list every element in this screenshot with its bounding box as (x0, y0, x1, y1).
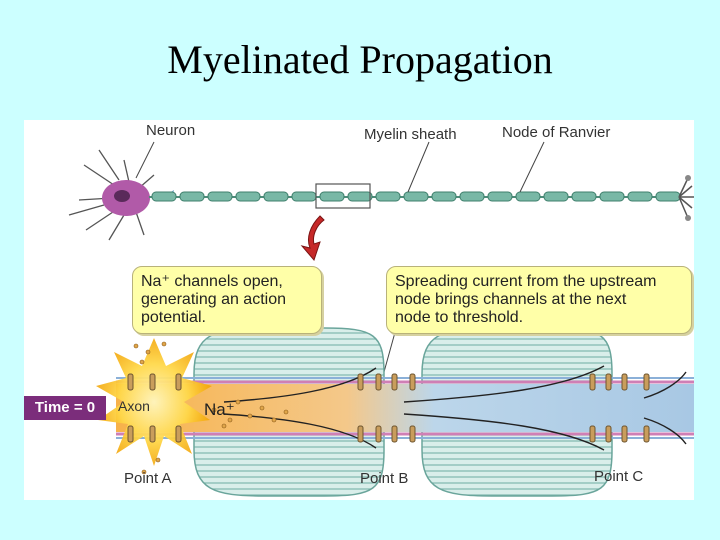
label-axon: Axon (118, 398, 150, 414)
label-neuron: Neuron (146, 122, 196, 139)
na-ions (133, 341, 289, 475)
current-flow-arrows (223, 365, 687, 451)
na-channels (127, 373, 650, 443)
slide-title: Myelinated Propagation (167, 37, 553, 82)
label-point-b: Point B (360, 470, 409, 487)
callout-left-line-3: potential. (141, 309, 206, 326)
diagram-drawing (68, 141, 694, 497)
zoom-arrow (300, 215, 325, 261)
callout-left-line-2: generating an action (141, 291, 286, 308)
label-myelin-sheath: Myelin sheath (364, 126, 457, 143)
time-badge: Time = 0 (24, 396, 106, 420)
neuron-cell (68, 149, 174, 241)
callout-right-line-3: node to threshold. (395, 309, 524, 326)
callout-spreading-current: Spreading current from the upstream node… (386, 266, 692, 334)
callout-na-channels-open: Na⁺ channels open, generating an action … (132, 266, 322, 334)
diagram-figure: Neuron Myelin sheath Node of Ranvier Na⁺… (24, 120, 694, 500)
callout-right-line-2: node brings channels at the next (395, 291, 627, 308)
axon-interior (116, 384, 694, 432)
callout-left-line-1: Na⁺ channels open, (141, 273, 283, 290)
callout-right-line-1: Spreading current from the upstream (395, 273, 657, 290)
leader-lines (135, 141, 545, 373)
label-na-ion: Na⁺ (204, 400, 235, 419)
label-point-a: Point A (124, 470, 172, 487)
label-point-c: Point C (594, 468, 644, 485)
axon-segments (149, 183, 681, 209)
label-node-of-ranvier: Node of Ranvier (502, 124, 611, 141)
action-potential-burst (96, 338, 212, 466)
axon-terminal (678, 175, 694, 221)
